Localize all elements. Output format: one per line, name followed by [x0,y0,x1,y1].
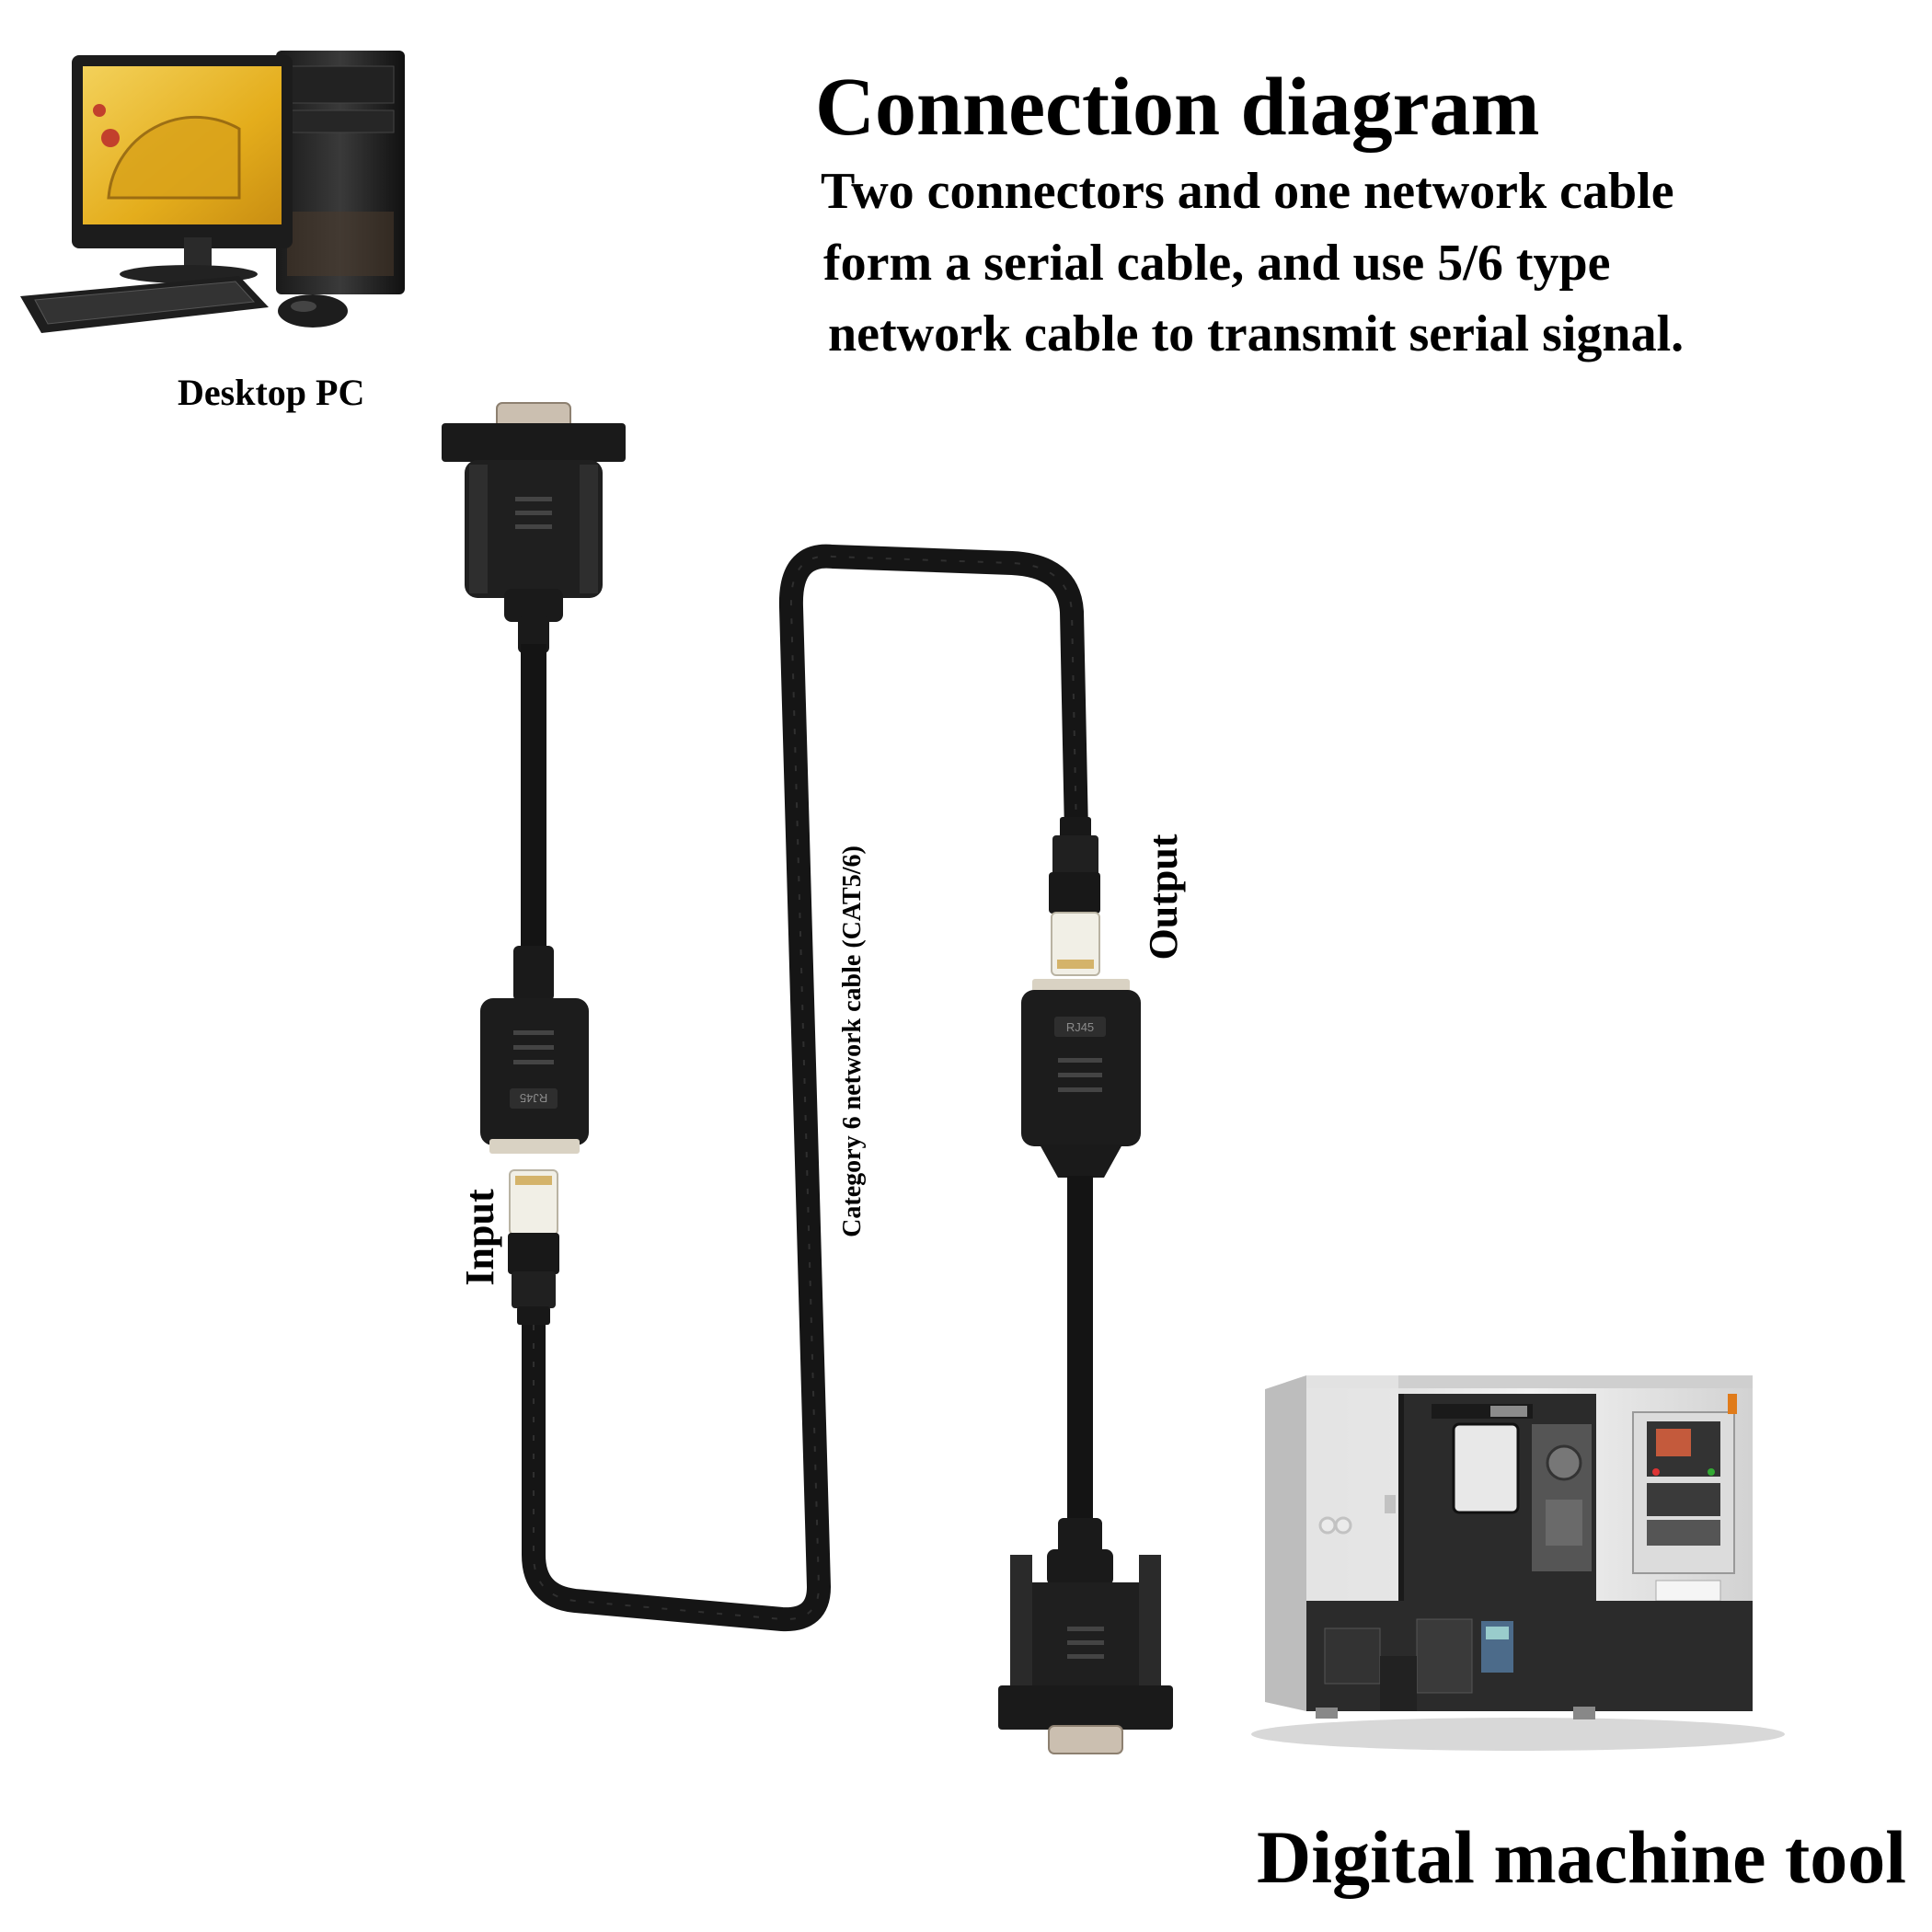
desktop-computer-icon [20,51,405,333]
desktop-pc-label: Desktop PC [178,372,365,413]
description-line-2: form a serial cable, and use 5/6 type [823,235,1611,292]
rj45-jack-right: RJ45 [1021,979,1141,1525]
network-cable [522,544,1088,1632]
description-line-3: network cable to transmit serial signal. [828,305,1685,362]
rj45-plug-left [508,1169,559,1325]
description-line-1: Two connectors and one network cable [821,163,1674,220]
db9-connector-top [442,402,626,1001]
cnc-lathe-icon [1251,1375,1785,1751]
svg-text:RJ45: RJ45 [1066,1020,1094,1034]
diagram-title: Connection diagram [815,62,1540,153]
svg-text:RJ45: RJ45 [520,1091,547,1105]
rj45-plug-right [1049,817,1100,976]
output-label: Output [1141,834,1186,960]
input-label: Input [457,1189,502,1286]
rj45-jack-left: RJ45 [480,998,589,1154]
cable-label: Category 6 network cable (CAT5/6) [838,845,867,1237]
db9-connector-bottom [998,1518,1173,1754]
machine-tool-label: Digital machine tool [1257,1815,1907,1899]
